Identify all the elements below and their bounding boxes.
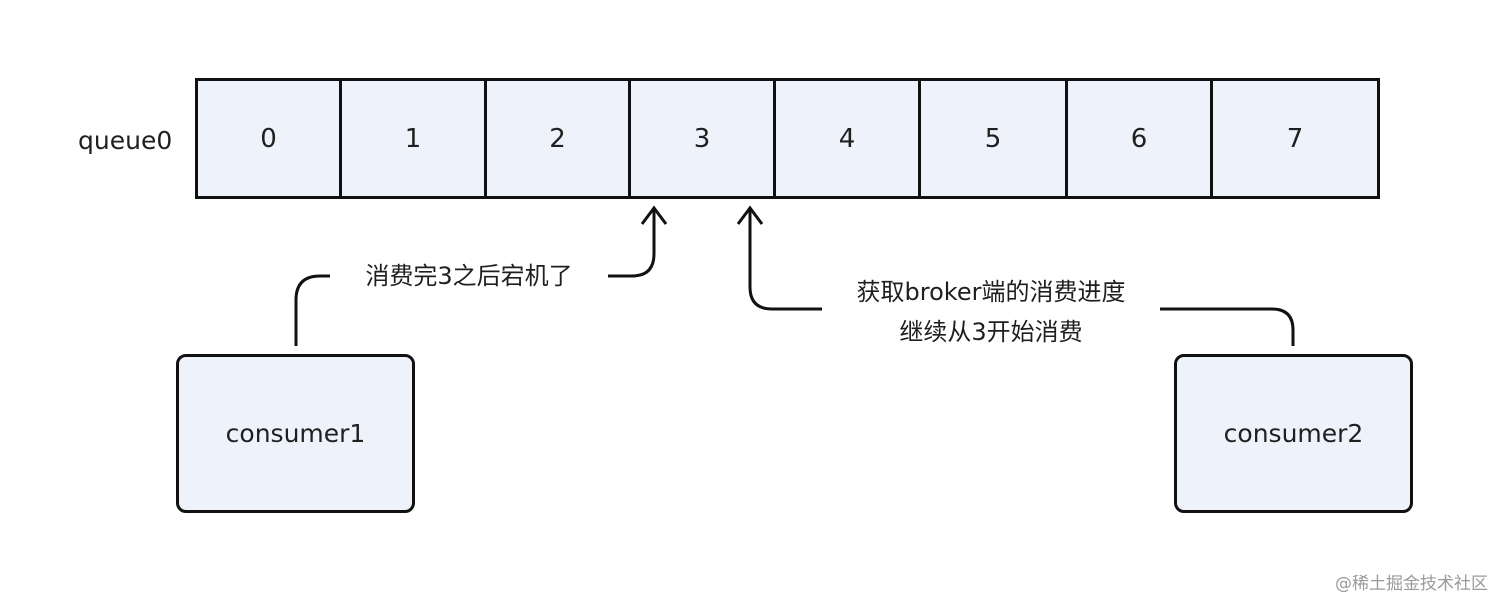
- consumer1-connector-tail: [608, 210, 656, 278]
- consumer2-box: consumer2: [1174, 354, 1413, 513]
- queue-cell-0: 0: [195, 78, 342, 199]
- queue-cell-7: 7: [1210, 78, 1380, 199]
- arrow-head-to-cell3-right: [736, 205, 764, 225]
- queue-cell-3: 3: [628, 78, 776, 199]
- consumer2-connector: [1160, 307, 1295, 346]
- queue-cell-4: 4: [773, 78, 921, 199]
- watermark: @稀土掘金技术社区: [1335, 574, 1488, 594]
- resume-note-line2: 继续从3开始消费: [824, 312, 1158, 352]
- queue-cell-5: 5: [918, 78, 1068, 199]
- queue-cell-6: 6: [1065, 78, 1213, 199]
- queue0: 0 1 2 3 4 5 6 7: [195, 78, 1380, 199]
- resume-note-line1: 获取broker端的消费进度: [824, 272, 1158, 312]
- queue-cell-1: 1: [339, 78, 487, 199]
- consumer2-connector-tail: [748, 210, 822, 311]
- consumer1-box: consumer1: [176, 354, 415, 513]
- arrow-head-to-cell3-left: [640, 205, 668, 225]
- queue-cell-2: 2: [484, 78, 631, 199]
- crash-note: 消费完3之后宕机了: [332, 256, 606, 296]
- consumer1-connector: [294, 274, 330, 346]
- queue-label: queue0: [78, 126, 173, 155]
